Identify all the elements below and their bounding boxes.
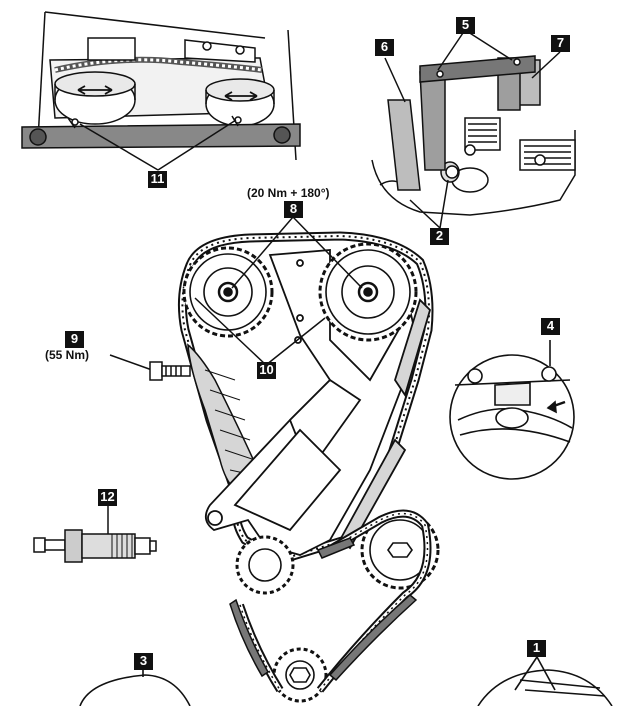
torque-spec-tensioner: (55 Nm) (45, 348, 90, 362)
leader-lines-11 (79, 119, 237, 171)
callout-12: 12 (98, 489, 117, 506)
tensioner-tool (33, 506, 157, 563)
inset-camshaft-adjusters (21, 11, 301, 161)
intermediate-sprocket (235, 535, 295, 595)
lower-guide-rails (229, 537, 418, 682)
tool-crossbar (419, 55, 536, 83)
tool-block-left (419, 71, 446, 171)
valve-spring-right (519, 139, 576, 171)
inset-locking-tool (371, 55, 576, 216)
double-arrow-icon (224, 91, 258, 101)
callout-9: 9 (65, 331, 84, 348)
leader-lines-top-right (384, 29, 561, 229)
camshaft-sprocket-left (182, 246, 274, 338)
detail-circle-1 (477, 656, 613, 706)
tensioner-bolt (109, 354, 191, 381)
callout-4: 4 (541, 318, 560, 335)
leader-lines-main (194, 216, 363, 366)
callout-3: 3 (134, 653, 153, 670)
tool-block-6 (387, 99, 421, 191)
callout-2: 2 (430, 228, 449, 245)
callout-7: 7 (551, 35, 570, 52)
valve-spring-left (464, 117, 501, 151)
detail-circle-4 (449, 340, 575, 480)
chain-guide-plate (204, 249, 432, 556)
right-adjuster (205, 78, 275, 127)
crankshaft-sprocket (272, 647, 328, 703)
callout-6: 6 (375, 39, 394, 56)
callout-8: 8 (284, 201, 303, 218)
left-adjuster (54, 71, 136, 125)
callout-10: 10 (257, 362, 276, 379)
callout-1: 1 (527, 640, 546, 657)
double-arrow-icon (77, 85, 113, 95)
callout-11: 11 (148, 171, 167, 188)
detail-circle-3 (79, 668, 191, 706)
callout-5: 5 (456, 17, 475, 34)
camshaft-sprocket-right (318, 242, 418, 342)
torque-spec-camshaft: (20 Nm + 180°) (247, 186, 330, 200)
